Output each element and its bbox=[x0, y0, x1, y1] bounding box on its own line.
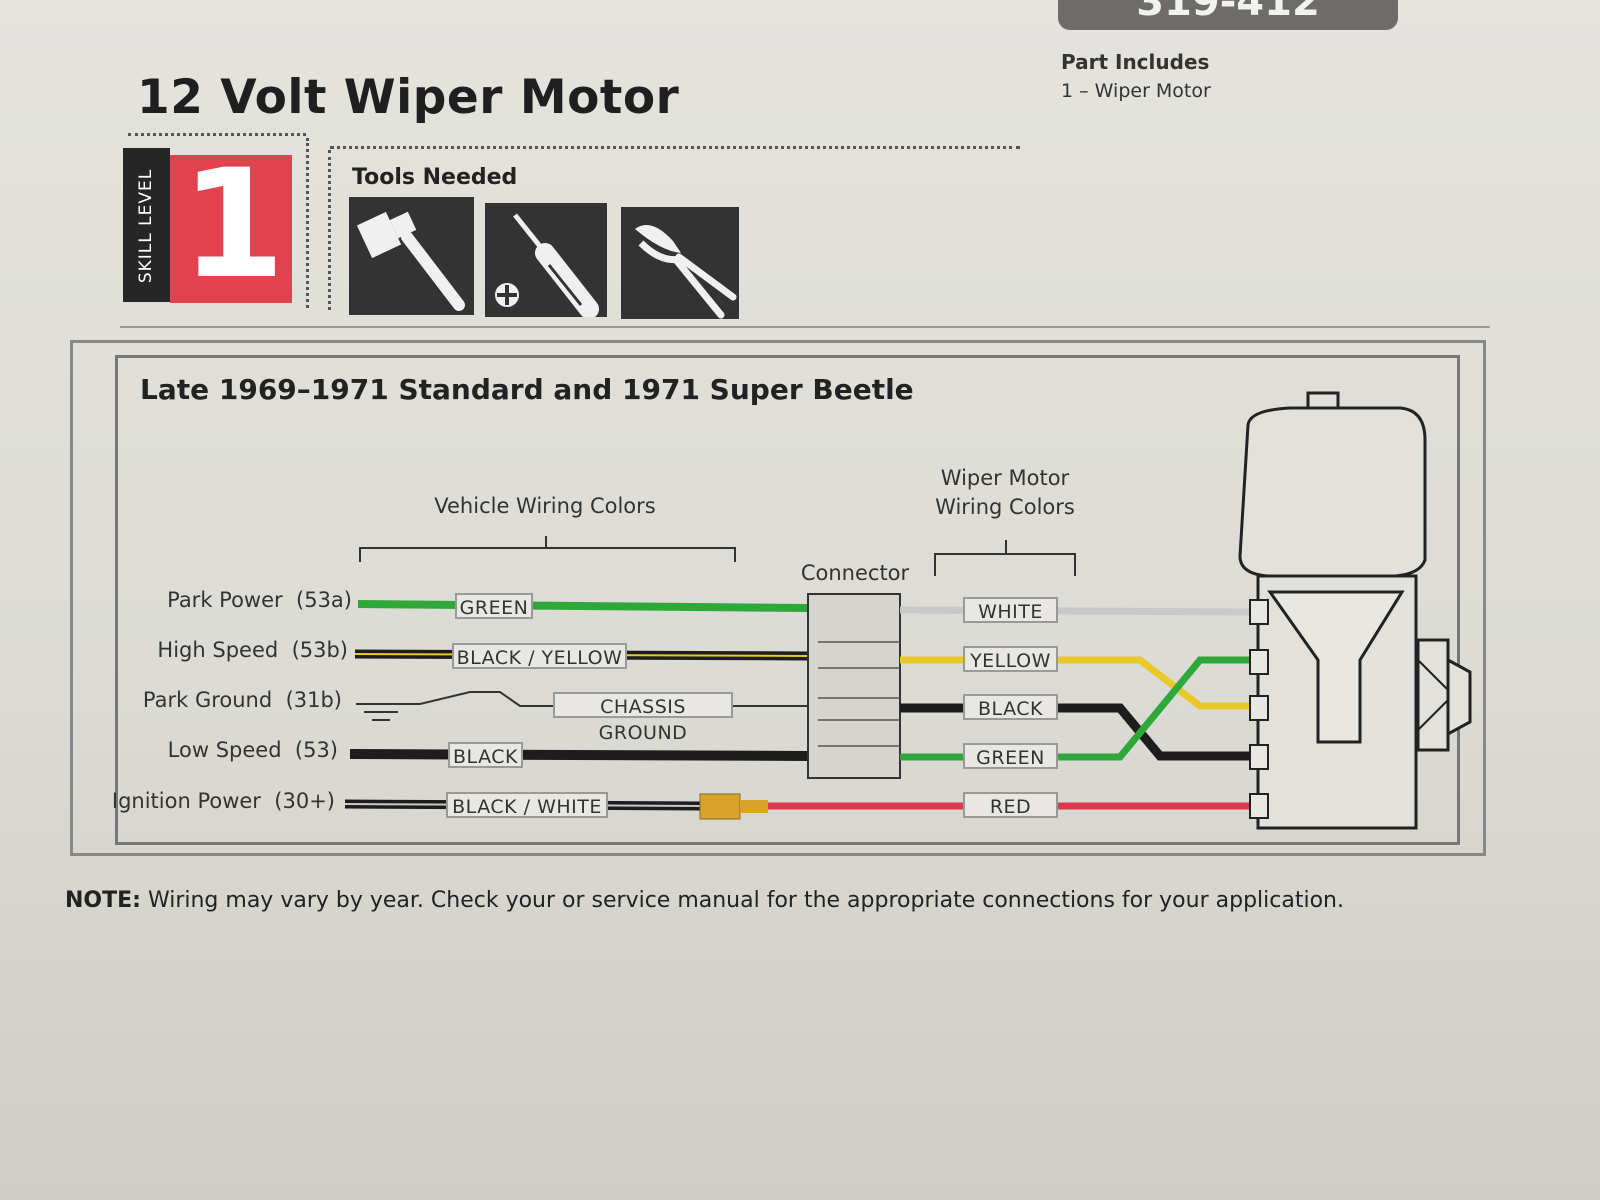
vehicle-wiring-heading: Vehicle Wiring Colors bbox=[434, 494, 656, 518]
connector-label: Connector bbox=[800, 561, 910, 585]
wire-low-speed bbox=[349, 749, 809, 761]
inline-fuse bbox=[699, 793, 741, 820]
vehicle-color-high-speed: BLACK / YELLOW bbox=[452, 643, 627, 669]
skill-level-badge bbox=[170, 155, 292, 303]
motor-bracket bbox=[934, 540, 1076, 576]
motor-wire-black bbox=[900, 703, 1252, 761]
wiper-motor bbox=[1238, 391, 1472, 830]
motor-color-low-speed: GREEN bbox=[963, 743, 1058, 769]
row-label-high-speed: High Speed (53b) bbox=[157, 638, 348, 662]
motor-wiring-heading-line2: Wiring Colors bbox=[935, 495, 1075, 519]
wire-park-power bbox=[357, 600, 809, 612]
section-rule bbox=[120, 326, 1490, 328]
row-label-low-speed: Low Speed (53) bbox=[167, 738, 338, 762]
row-label-park-power: Park Power (53a) bbox=[167, 588, 352, 612]
pliers-icon bbox=[621, 207, 739, 319]
diagram-frame bbox=[70, 340, 1486, 856]
skill-level-number: 1 bbox=[180, 138, 286, 312]
motor-color-high-speed: YELLOW bbox=[963, 646, 1058, 672]
part-number-tab: 319-412 bbox=[1058, 0, 1398, 30]
motor-color-park-power: WHITE bbox=[963, 597, 1058, 623]
dotted-divider bbox=[128, 133, 306, 136]
vehicle-bracket bbox=[359, 536, 736, 562]
part-includes-heading: Part Includes bbox=[1061, 50, 1210, 74]
screwdriver-icon bbox=[485, 203, 607, 317]
motor-terminals bbox=[1249, 599, 1269, 819]
vehicle-color-park-ground: CHASSIS GROUND bbox=[553, 692, 733, 744]
part-includes-item: 1 – Wiper Motor bbox=[1061, 80, 1211, 102]
row-label-park-ground: Park Ground (31b) bbox=[142, 688, 342, 712]
dotted-divider bbox=[330, 146, 1020, 149]
vehicle-color-ignition-power: BLACK / WHITE bbox=[446, 792, 608, 818]
dotted-divider bbox=[328, 150, 331, 310]
diagram-panel bbox=[115, 355, 1460, 845]
vehicle-color-park-power: GREEN bbox=[455, 593, 533, 619]
motor-wiring-heading-line1: Wiper Motor bbox=[940, 466, 1070, 490]
diagram-title: Late 1969–1971 Standard and 1971 Super B… bbox=[140, 373, 914, 406]
motor-color-ignition-power: RED bbox=[963, 792, 1058, 818]
connector-block bbox=[807, 593, 901, 779]
wiring-note: NOTE: Wiring may vary by year. Check you… bbox=[65, 888, 1344, 913]
dotted-divider bbox=[306, 138, 309, 308]
tools-needed-heading: Tools Needed bbox=[352, 165, 518, 190]
motor-wire-white bbox=[899, 606, 1251, 616]
vehicle-color-low-speed: BLACK bbox=[448, 742, 523, 768]
page-title: 12 Volt Wiper Motor bbox=[137, 70, 680, 125]
motor-color-park-ground: BLACK bbox=[963, 694, 1058, 720]
skill-level-strip bbox=[123, 148, 170, 302]
wire-crimper-icon bbox=[349, 197, 474, 315]
motor-wire-yellow bbox=[900, 656, 1252, 710]
row-label-ignition-power: Ignition Power (30+) bbox=[111, 789, 335, 813]
